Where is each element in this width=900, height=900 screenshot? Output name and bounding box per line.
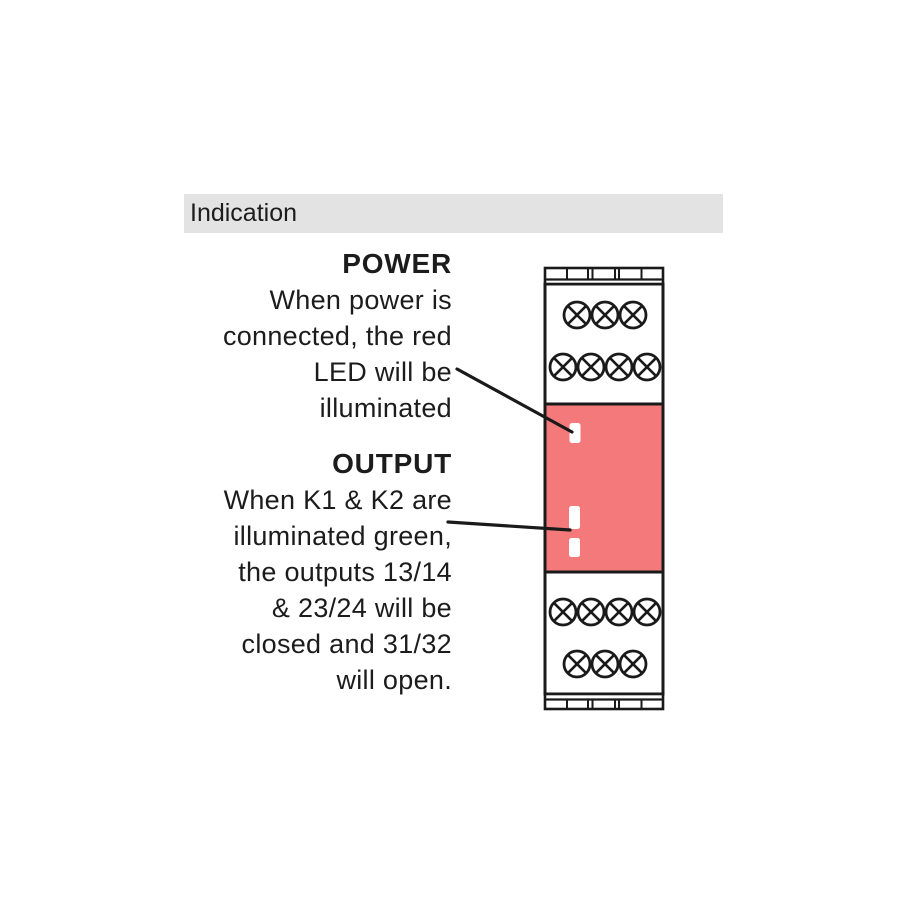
power-note-line: LED will be [313, 357, 452, 387]
output-led-k1 [569, 506, 580, 529]
terminal-screw-icon [590, 649, 620, 679]
terminal-screw-icon [604, 352, 634, 382]
terminal-screw-icon [604, 597, 634, 627]
terminal-screw-icon [576, 352, 606, 382]
output-note-line: the outputs 13/14 [238, 557, 452, 587]
power-note: POWER When power is connected, the red L… [180, 246, 452, 426]
power-note-line: When power is [269, 285, 452, 315]
power-note-line: illuminated [319, 393, 452, 423]
terminal-screw-icon [562, 300, 592, 330]
terminal-screw-icon [632, 597, 662, 627]
terminal-screw-icon [632, 352, 662, 382]
module-bottom-cap [543, 692, 665, 711]
output-led-k2 [569, 538, 580, 557]
output-note-line: illuminated green, [233, 521, 452, 551]
section-header: Indication [184, 194, 723, 233]
output-note-line: closed and 31/32 [241, 629, 452, 659]
led-panel [543, 402, 665, 574]
terminal-screw-icon [548, 597, 578, 627]
terminal-screw-icon [576, 597, 606, 627]
power-note-line: connected, the red [222, 321, 452, 351]
output-note-line: When K1 & K2 are [223, 485, 452, 515]
power-note-title: POWER [342, 248, 452, 279]
output-note-line: will open. [336, 665, 452, 695]
section-title: Indication [190, 199, 298, 227]
output-note: OUTPUT When K1 & K2 are illuminated gree… [180, 446, 452, 698]
module-top-cap [543, 266, 665, 286]
terminal-screw-icon [548, 352, 578, 382]
power-led-leader-line [455, 367, 574, 434]
terminal-screw-icon [590, 300, 620, 330]
output-note-line: & 23/24 will be [271, 593, 452, 623]
power-led [569, 423, 581, 443]
output-note-title: OUTPUT [332, 448, 452, 479]
output-led-leader-line [446, 520, 572, 532]
terminal-screw-icon [562, 649, 592, 679]
terminal-screw-icon [618, 649, 648, 679]
terminal-screw-icon [618, 300, 648, 330]
